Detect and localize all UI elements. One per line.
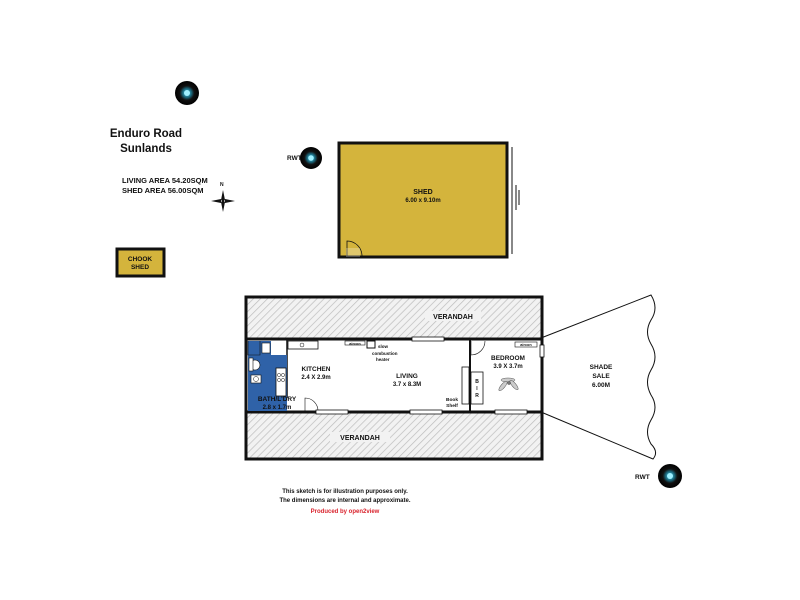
rainwater-tank-shed	[300, 147, 322, 169]
property-address: Enduro Road Sunlands	[96, 127, 196, 157]
area-summary: LIVING AREA 54.20SQM SHED AREA 56.00SQM	[122, 176, 208, 196]
heater-icon	[366, 340, 376, 349]
bir-letter-i: I	[476, 386, 478, 392]
heater-line-1: slow	[378, 344, 389, 349]
shed-size: 6.00 x 9.10m	[405, 198, 440, 204]
shed-name: SHED	[413, 189, 432, 196]
north-compass-icon	[211, 190, 235, 212]
heater-line-2: combustion	[372, 351, 398, 356]
aircon-living-unit	[344, 340, 366, 346]
built-in-robe	[470, 371, 484, 405]
compass-north-label: N	[220, 182, 224, 188]
kitchen-name: KITCHEN	[302, 366, 331, 373]
rwt-label-shed: RWT	[287, 155, 302, 162]
credit-text: Produced by open2view	[310, 509, 380, 515]
living-name: LIVING	[396, 373, 418, 380]
bedroom-size: 3.9 X 3.7m	[493, 364, 522, 370]
heater-line-3: heater	[376, 357, 390, 362]
bookshelf	[461, 366, 470, 405]
disclaimer-line-1: This sketch is for illustration purposes…	[282, 489, 408, 495]
aircon-living-label: aircon	[349, 342, 361, 346]
rainwater-tank-house	[658, 464, 682, 488]
verandah-top-label: VERANDAH	[433, 314, 473, 321]
bir-letter-b: B	[475, 379, 479, 385]
chook-shed-line-2: SHED	[131, 264, 149, 271]
shed-area-text: SHED AREA 56.00SQM	[122, 186, 204, 195]
bookshelf-line-1: Book	[446, 397, 458, 403]
kitchen-size: 2.4 X 2.9m	[301, 375, 330, 381]
house-walls	[244, 337, 544, 414]
chook-shed-line-1: CHOOK	[128, 256, 153, 263]
bedroom-door	[470, 340, 486, 356]
disclaimer-line-2: The dimensions are internal and approxim…	[279, 498, 411, 504]
living-size: 3.7 x 8.3M	[393, 382, 421, 388]
bath-size: 2.8 x 1.7m	[263, 405, 292, 411]
disclaimer: This sketch is for illustration purposes…	[250, 488, 440, 506]
ceiling-fan-icon	[498, 377, 519, 392]
verandah-top	[244, 295, 544, 341]
bath-name: BATH/L'DRY	[258, 396, 297, 403]
shade-sail-line-3: 6.00M	[592, 382, 610, 389]
shade-sail	[540, 294, 657, 460]
verandah-bottom-label: VERANDAH	[340, 435, 380, 442]
address-line-2: Sunlands	[120, 143, 172, 155]
shade-sail-line-1: SHADE	[590, 364, 613, 371]
shed	[337, 141, 520, 259]
aircon-bedroom-label: aircon	[520, 343, 532, 347]
chook-shed	[115, 247, 166, 278]
verandah-bottom	[244, 410, 544, 461]
shade-sail-line-2: SALE	[592, 373, 610, 380]
bookshelf-line-2: Shelf	[446, 403, 458, 409]
bir-letter-r: R	[475, 393, 479, 399]
rainwater-tank-top	[175, 81, 199, 105]
bedroom-name: BEDROOM	[491, 355, 525, 362]
aircon-bedroom-unit	[514, 341, 538, 348]
living-area-text: LIVING AREA 54.20SQM	[122, 176, 208, 185]
rwt-label-house: RWT	[635, 474, 650, 481]
kitchen-benches	[275, 340, 319, 412]
windows	[315, 336, 545, 415]
address-line-1: Enduro Road	[109, 128, 183, 140]
